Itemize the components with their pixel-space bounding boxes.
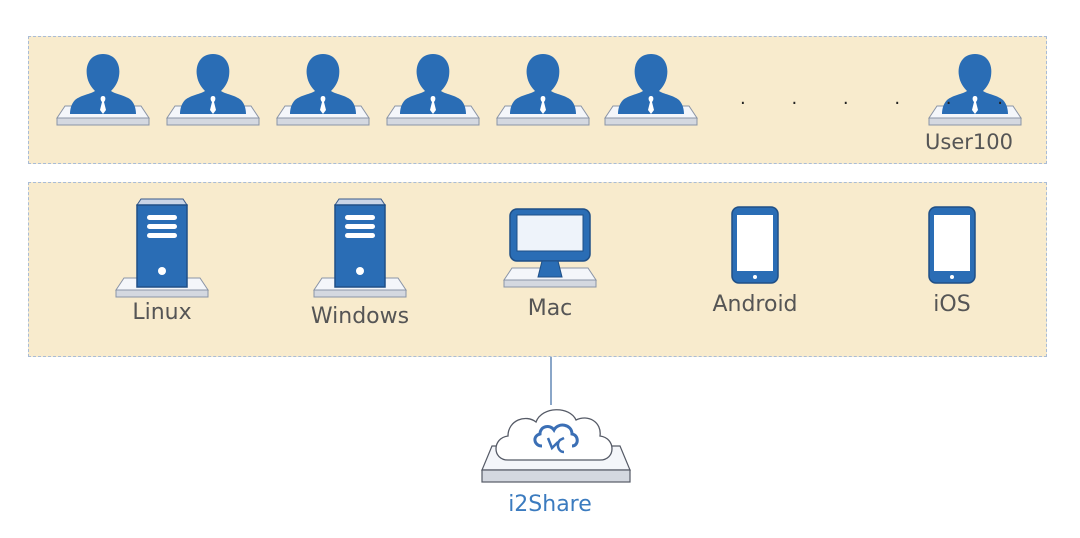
- device-label-android: Android: [712, 292, 798, 317]
- device-label-linux: Linux: [132, 300, 192, 325]
- user-icon: [56, 54, 150, 126]
- server-icon: [115, 198, 209, 298]
- user-icon: [604, 54, 698, 126]
- user-icon: [386, 54, 480, 126]
- monitor-icon: [503, 208, 597, 288]
- device-label-mac: Mac: [527, 296, 573, 321]
- device-label-ios: iOS: [933, 292, 971, 317]
- device-label-windows: Windows: [310, 304, 410, 329]
- user100-label: User100: [925, 130, 1013, 154]
- user-icon: [276, 54, 370, 126]
- user-icon: [166, 54, 260, 126]
- ellipsis: . . . . . .: [740, 88, 1023, 109]
- cloud-label: i2Share: [508, 492, 592, 517]
- user-icon: [496, 54, 590, 126]
- connector-line: [550, 357, 552, 405]
- server-icon: [313, 198, 407, 298]
- cloud-sync-icon: [481, 409, 631, 483]
- phone-icon: [928, 206, 976, 284]
- phone-icon: [731, 206, 779, 284]
